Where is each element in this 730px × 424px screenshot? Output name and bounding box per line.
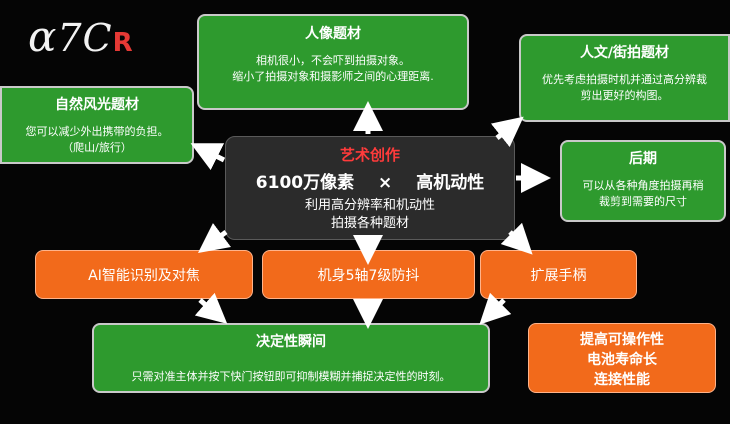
portrait-title: 人像题材 xyxy=(305,26,361,42)
af-box: AI智能识别及对焦 xyxy=(35,250,253,299)
center-box: 艺术创作 6100万像素 × 高机动性 利用高分辨率和机动性 拍摄各种题材 xyxy=(225,136,515,240)
operability-line-1: 提高可操作性 xyxy=(580,332,664,348)
grip-box: 扩展手柄 xyxy=(480,250,637,299)
landscape-title: 自然风光题材 xyxy=(55,97,139,113)
arrow-af-decisive-icon xyxy=(194,292,228,324)
center-title: 艺术创作 xyxy=(339,146,400,164)
arrow-grip-decisive-icon xyxy=(479,292,512,325)
ibis-label: 机身5轴7级防抖 xyxy=(317,268,420,284)
portrait-desc-2: 缩小了拍摄对象和摄影师之间的心理距离. xyxy=(232,70,434,83)
post-desc-1: 可以从各种角度拍摄再稍 xyxy=(582,179,704,192)
center-line-1: 6100万像素 xyxy=(255,173,355,193)
arrow-upleft-icon xyxy=(190,143,226,171)
operability-line-2: 电池寿命长 xyxy=(587,352,657,368)
camera-logo: α7CR xyxy=(28,12,134,61)
operability-box: 提高可操作性 电池寿命长 连接性能 xyxy=(528,323,716,393)
center-desc-2: 拍摄各种题材 xyxy=(330,216,409,231)
street-box: 人文/街拍题材 优先考虑拍摄时机并通过高分辨裁 剪出更好的构图。 xyxy=(519,34,730,122)
landscape-desc-1: 您可以减少外出携带的负担。 xyxy=(25,125,169,138)
grip-label: 扩展手柄 xyxy=(530,268,587,284)
decisive-box: 决定性瞬间 只需对准主体并按下快门按钮即可抑制模糊并捕捉决定性的时刻。 xyxy=(92,323,490,393)
decisive-title: 决定性瞬间 xyxy=(256,334,326,350)
center-desc-1: 利用高分辨率和机动性 xyxy=(304,198,435,213)
arrow-downleft-icon xyxy=(198,223,231,253)
logo-suffix: R xyxy=(112,28,134,58)
portrait-desc-1: 相机很小，不会吓到拍摄对象。 xyxy=(256,54,410,67)
center-headline: 6100万像素 × 高机动性 xyxy=(226,168,514,193)
street-title: 人文/街拍题材 xyxy=(579,45,670,61)
center-line-2: 高机动性 xyxy=(416,173,485,193)
post-desc-2: 裁剪到需要的尺寸 xyxy=(599,195,687,208)
decisive-desc: 只需对准主体并按下快门按钮即可抑制模糊并捕捉决定性的时刻。 xyxy=(131,370,451,383)
ibis-box: 机身5轴7级防抖 xyxy=(262,250,475,299)
post-title: 后期 xyxy=(629,151,657,167)
portrait-box: 人像题材 相机很小，不会吓到拍摄对象。 缩小了拍摄对象和摄影师之间的心理距离. xyxy=(197,14,469,110)
landscape-box: 自然风光题材 您可以减少外出携带的负担。 （爬山/旅行） xyxy=(0,86,194,164)
street-desc-1: 优先考虑拍摄时机并通过高分辨裁 xyxy=(542,73,707,86)
logo-model: 7C xyxy=(57,16,113,60)
logo-alpha: α xyxy=(28,12,58,61)
post-box: 后期 可以从各种角度拍摄再稍 裁剪到需要的尺寸 xyxy=(560,140,726,222)
landscape-desc-2: （爬山/旅行） xyxy=(62,141,132,154)
center-times: × xyxy=(378,173,393,193)
street-desc-2: 剪出更好的构图。 xyxy=(580,89,669,102)
operability-line-3: 连接性能 xyxy=(594,372,650,388)
af-label: AI智能识别及对焦 xyxy=(88,268,200,284)
